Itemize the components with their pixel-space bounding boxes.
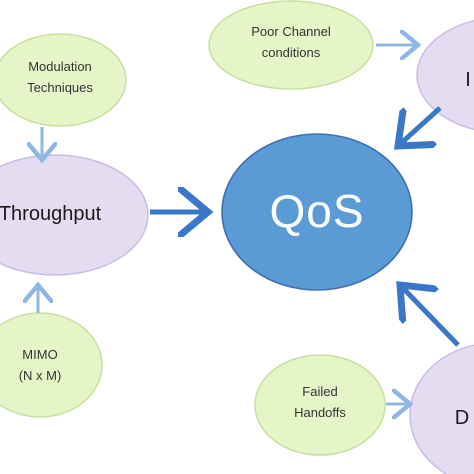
node-partial-top-right: [416, 19, 474, 131]
modulation-label: Modulation Techniques: [27, 59, 93, 95]
mimo-label: MIMO (N x M): [18, 347, 62, 383]
partial-top-right-label: I: [465, 69, 471, 91]
poor-channel-label: Poor Channel conditions: [251, 24, 331, 60]
qos-label: QoS: [269, 185, 365, 237]
failed-handoffs-label: Failed Handoffs: [294, 384, 346, 420]
node-failed-handoffs: [254, 354, 386, 456]
node-modulation: [0, 33, 127, 127]
arrow-bottom-right-to-qos: [400, 285, 460, 347]
partial-bottom-right-label: D: [454, 407, 470, 429]
node-mimo: [0, 312, 103, 418]
throughput-label: Throughput: [0, 203, 102, 225]
arrow-top-right-to-qos: [398, 106, 442, 146]
node-qos: [221, 133, 413, 291]
node-poor-channel: [208, 0, 374, 90]
